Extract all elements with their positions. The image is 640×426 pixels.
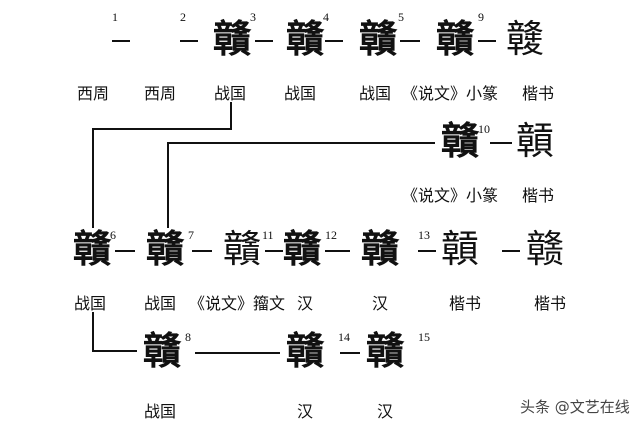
tree-line [92,128,94,228]
label: 汉 [297,290,313,314]
connector [418,250,436,252]
tree-line [230,102,232,130]
label: 战国 [144,290,176,314]
tree-line [92,350,137,352]
glyph-14: 贛 [286,332,324,370]
num: 9 [478,10,484,25]
connector [325,250,350,252]
connector [340,352,360,354]
glyph-10: 贛 [441,122,479,160]
label: 《说文》籀文 [189,290,285,314]
num: 4 [323,10,329,25]
label: 《说文》小篆 [402,80,498,104]
glyph-kaishu-1: 竷 [506,20,544,58]
label: 汉 [297,398,313,422]
tree-line [167,142,435,144]
label: 楷书 [522,80,554,104]
label: 《说文》小篆 [402,182,498,206]
label: 汉 [377,398,393,422]
connector [400,40,420,42]
num: 1 [112,10,118,25]
glyph-9: 贛 [436,20,474,58]
glyph-7: 贛 [146,230,184,268]
glyph-12: 贛 [283,230,321,268]
label: 楷书 [522,182,554,206]
tree-line [167,142,169,228]
num: 13 [418,228,430,243]
glyph-kaishu-3: 贑 [441,230,479,268]
glyph-3: 贛 [213,20,251,58]
glyph-15: 贛 [366,332,404,370]
num: 14 [338,330,350,345]
connector [502,250,520,252]
num: 12 [325,228,337,243]
label: 西周 [77,80,109,104]
watermark: 头条 @文艺在线 [520,396,630,417]
connector [265,250,283,252]
connector [325,40,343,42]
num: 15 [418,330,430,345]
label: 战国 [359,80,391,104]
glyph-11: 贛 [223,230,261,268]
num: 3 [250,10,256,25]
label: 楷书 [534,290,566,314]
connector [192,250,212,252]
label: 战国 [74,290,106,314]
label: 战国 [144,398,176,422]
connector [478,40,496,42]
label: 战国 [214,80,246,104]
num: 11 [262,228,274,243]
glyph-6: 贛 [73,230,111,268]
num: 6 [110,228,116,243]
num: 2 [180,10,186,25]
label: 西周 [144,80,176,104]
glyph-13: 贛 [361,230,399,268]
tree-line [92,312,94,352]
glyph-5: 贛 [359,20,397,58]
glyph-kaishu-2: 贑 [516,122,554,160]
num: 10 [478,122,490,137]
glyph-kaishu-4: 赣 [526,230,564,268]
num: 7 [188,228,194,243]
glyph-4: 贛 [286,20,324,58]
glyph-8: 贛 [143,332,181,370]
connector [195,352,280,354]
connector [180,40,198,42]
label: 楷书 [449,290,481,314]
tree-line [92,128,232,130]
connector [112,40,130,42]
num: 8 [185,330,191,345]
connector [255,40,273,42]
label: 战国 [284,80,316,104]
num: 5 [398,10,404,25]
connector [115,250,135,252]
connector [490,142,512,144]
label: 汉 [372,290,388,314]
